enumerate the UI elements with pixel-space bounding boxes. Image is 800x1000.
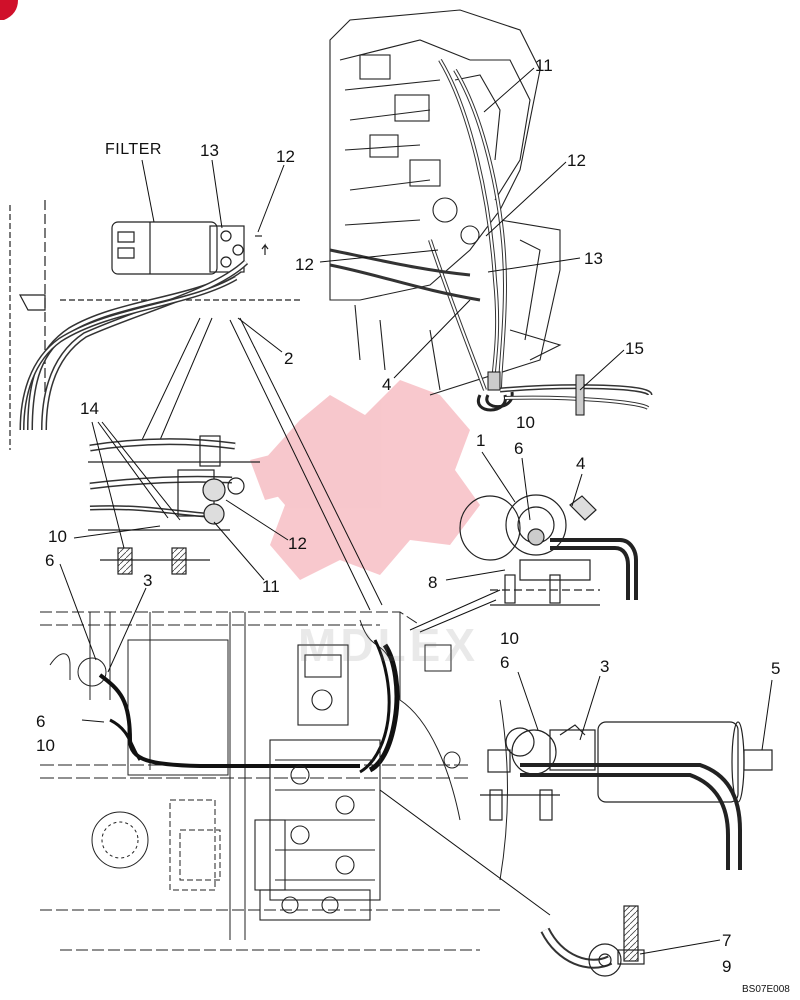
chassis bbox=[40, 611, 508, 951]
figure-code: BS07E008 bbox=[742, 984, 790, 995]
corner-mark bbox=[0, 0, 18, 20]
callout-4-pump: 4 bbox=[576, 454, 586, 473]
callout-10-engine: 10 bbox=[516, 413, 535, 432]
callout-15: 15 bbox=[625, 339, 644, 358]
callout-13-filter: 13 bbox=[200, 141, 219, 160]
filter-detail bbox=[9, 200, 300, 450]
callout-11-engine: 11 bbox=[535, 56, 553, 75]
filter-leaders bbox=[141, 159, 285, 441]
filter-label: FILTER bbox=[105, 141, 162, 158]
callout-6-chassis-left: 6 bbox=[36, 712, 46, 731]
callout-13-engine: 13 bbox=[584, 249, 603, 268]
callout-12-engine-right: 12 bbox=[567, 151, 586, 170]
engine-leaders bbox=[319, 67, 625, 391]
engine-block bbox=[254, 644, 381, 921]
callout-8: 8 bbox=[428, 573, 438, 592]
callout-9: 9 bbox=[722, 957, 732, 976]
callout-11-valve: 11 bbox=[262, 577, 280, 596]
callout-3-chassis: 3 bbox=[143, 571, 153, 590]
watermark-logo bbox=[250, 380, 480, 580]
callout-12-valve: 12 bbox=[288, 534, 307, 553]
callout-10-tank: 10 bbox=[500, 629, 519, 648]
callout-4-engine: 4 bbox=[382, 375, 392, 394]
callout-12-engine-left: 12 bbox=[295, 255, 314, 274]
callout-6-tank: 6 bbox=[500, 653, 510, 672]
engine-detail bbox=[329, 9, 653, 416]
callout-10-chassis-left: 10 bbox=[36, 736, 55, 755]
chassis-hoses bbox=[98, 639, 400, 774]
callout-3-tank: 3 bbox=[600, 657, 610, 676]
callout-5: 5 bbox=[771, 659, 781, 678]
callout-2: 2 bbox=[284, 349, 294, 368]
pump-detail bbox=[459, 494, 638, 606]
callout-6-pump: 6 bbox=[514, 439, 524, 458]
callout-6-chassis-top: 6 bbox=[45, 551, 55, 570]
callout-1: 1 bbox=[476, 431, 486, 450]
hose-coil bbox=[540, 905, 645, 977]
watermark-text: MDLEX bbox=[298, 619, 479, 671]
callout-12-filter: 12 bbox=[276, 147, 295, 166]
tank-detail bbox=[480, 721, 773, 870]
valve-detail bbox=[88, 435, 260, 575]
pump-leaders bbox=[409, 451, 583, 633]
valve-leaders bbox=[73, 421, 289, 581]
callout-14: 14 bbox=[80, 399, 99, 418]
callout-10-valve: 10 bbox=[48, 527, 67, 546]
callout-7: 7 bbox=[722, 931, 732, 950]
chassis-leaders bbox=[59, 317, 773, 955]
